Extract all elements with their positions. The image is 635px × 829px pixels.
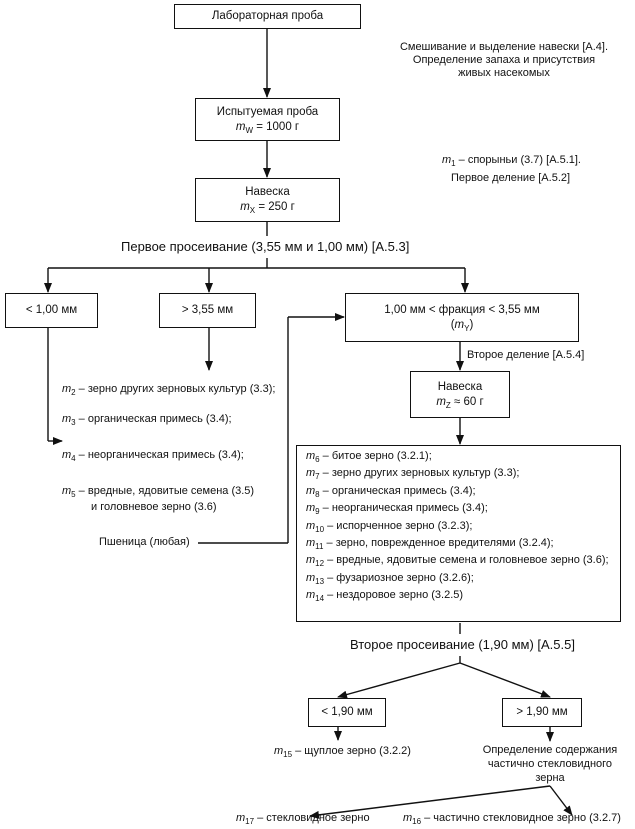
box-less-1-00: < 1,00 мм bbox=[5, 293, 98, 328]
lab-sample-label: Лабораторная проба bbox=[211, 10, 324, 22]
list-item: m5 – вредные, ядовитые семена (3.5) bbox=[62, 485, 255, 499]
portion-title: Навеска bbox=[245, 186, 290, 198]
box-less-1-90-label: < 1,90 мм bbox=[321, 706, 373, 718]
list-item: m4 – неорганическая примесь (3.4); bbox=[62, 449, 244, 463]
test-sample-mass: mW = 1000 г bbox=[235, 120, 300, 135]
fraction-range: 1,00 мм < фракция < 3,55 мм bbox=[384, 303, 540, 316]
list-item: m7 – зерно других зерновых культур (3.3)… bbox=[306, 467, 520, 482]
vitreous-grain-label: m17 – стекловидное зерно bbox=[236, 812, 370, 826]
box-greater-1-90: > 1,90 мм bbox=[502, 698, 582, 727]
list-item: m6 – битое зерно (3.2.1); bbox=[306, 450, 432, 464]
portion-2-box: Навеска mZ ≈ 60 г bbox=[410, 371, 510, 418]
list-item-continuation: и головневое зерно (3.6) bbox=[91, 501, 217, 513]
second-sieving-heading: Второе просеивание (1,90 мм) [А.5.5] bbox=[350, 637, 575, 652]
impurities-list-box: m6 – битое зерно (3.2.1); m7 – зерно дру… bbox=[296, 445, 621, 622]
second-division-label: Второе деление [А.5.4] bbox=[467, 349, 585, 361]
box-less-1-00-label: < 1,00 мм bbox=[25, 304, 78, 316]
test-sample-box: Испытуемая проба mW = 1000 г bbox=[195, 98, 340, 141]
mixing-note-line: Смешивание и выделение навески [А.4]. bbox=[399, 41, 609, 53]
list-item: m13 – фузариозное зерно (3.2.6); bbox=[306, 571, 474, 586]
box-greater-1-90-label: > 1,90 мм bbox=[516, 706, 568, 718]
list-item: m14 – нездоровое зерно (3.2.5) bbox=[306, 589, 464, 604]
list-item: m10 – испорченное зерно (3.2.3); bbox=[306, 519, 473, 534]
shrivelled-grain-label: m15 – щуплое зерно (3.2.2) bbox=[274, 745, 411, 759]
box-greater-3-55: > 3,55 мм bbox=[159, 293, 256, 328]
vitreous-determination-line: Определение содержания bbox=[482, 744, 618, 756]
list-item: m8 – органическая примесь (3.4); bbox=[306, 484, 476, 499]
vitreous-determination: Определение содержания частично стеклови… bbox=[470, 743, 630, 785]
ergot-note: m1 – спорыньи (3.7) [А.5.1]. bbox=[442, 154, 581, 168]
portion-box: Навеска mX = 250 г bbox=[195, 178, 340, 222]
portion-2-mass: mZ ≈ 60 г bbox=[436, 395, 484, 410]
fraction-mass: (mY) bbox=[450, 318, 474, 333]
portion-mass: mX = 250 г bbox=[240, 201, 295, 215]
mixing-note-line: живых насекомых bbox=[458, 67, 550, 79]
portion-2-title: Навеска bbox=[437, 380, 483, 393]
wheat-any-label: Пшеница (любая) bbox=[99, 536, 190, 548]
vitreous-determination-line: частично стекловидного bbox=[487, 758, 613, 770]
test-sample-title: Испытуемая проба bbox=[216, 105, 319, 118]
vitreous-determination-line: зерна bbox=[535, 772, 565, 784]
list-item: m9 – неорганическая примесь (3.4); bbox=[306, 502, 488, 517]
first-division-label: Первое деление [А.5.2] bbox=[451, 172, 571, 184]
box-greater-3-55-label: > 3,55 мм bbox=[181, 304, 234, 316]
partly-vitreous-grain-label: m16 – частично стекловидное зерно (3.2.7… bbox=[403, 812, 621, 826]
lab-sample-box: Лабораторная проба bbox=[174, 4, 361, 29]
box-less-1-90: < 1,90 мм bbox=[308, 698, 386, 727]
list-item: m12 – вредные, ядовитые семена и головне… bbox=[306, 554, 609, 569]
list-item: m2 – зерно других зерновых культур (3.3)… bbox=[62, 383, 276, 397]
fraction-box: 1,00 мм < фракция < 3,55 мм (mY) bbox=[345, 293, 579, 342]
mixing-note: Смешивание и выделение навески [А.4]. Оп… bbox=[384, 41, 624, 80]
mixing-note-line: Определение запаха и присутствия bbox=[412, 54, 596, 66]
first-sieving-heading: Первое просеивание (3,55 мм и 1,00 мм) [… bbox=[121, 239, 410, 254]
list-item: m3 – органическая примесь (3.4); bbox=[62, 413, 232, 427]
list-item: m11 – зерно, поврежденное вредителями (3… bbox=[306, 537, 554, 552]
